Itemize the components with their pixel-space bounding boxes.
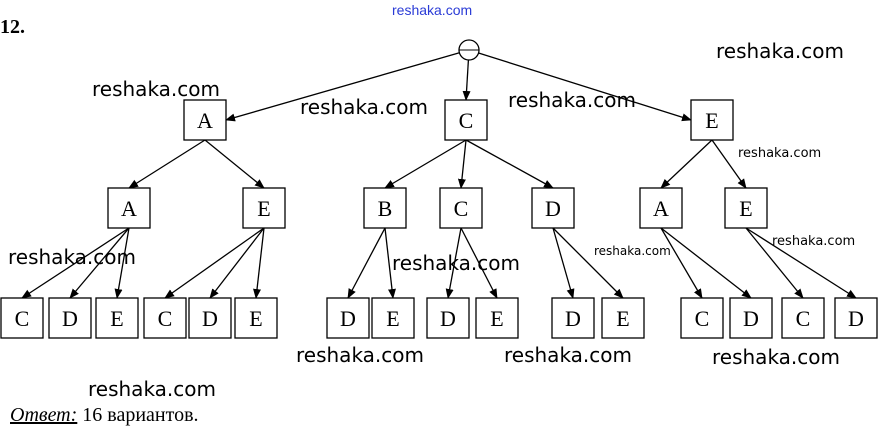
- tree-edge-arrow: [745, 227, 804, 299]
- tree-node-label: A: [121, 196, 137, 221]
- tree-node-box: [326, 297, 370, 339]
- tree-node-box: [371, 297, 415, 339]
- watermark: reshaka.com: [772, 234, 856, 249]
- tree-node-box: [107, 187, 151, 229]
- tree-node-box: [834, 297, 878, 339]
- tree-edge-arrow: [660, 139, 713, 189]
- tree-node-box: [680, 297, 724, 339]
- watermark: reshaka.com: [716, 39, 844, 63]
- tree-node-label: C: [454, 196, 469, 221]
- tree-node-label: B: [378, 196, 393, 221]
- watermark: reshaka.com: [712, 345, 840, 369]
- tree-edge-arrow: [209, 227, 265, 299]
- tree-node-box: [426, 297, 470, 339]
- tree-edge-arrow: [711, 139, 747, 189]
- tree-node-box: [444, 99, 488, 141]
- watermark: reshaka.com: [296, 343, 424, 367]
- tree-edge-arrow: [660, 227, 703, 299]
- tree-node-box: [729, 297, 773, 339]
- tree-node-box: [95, 297, 139, 339]
- tree-edge-arrow: [347, 227, 386, 299]
- tree-node-label: E: [616, 306, 629, 331]
- tree-node-label: E: [490, 306, 503, 331]
- answer-label: Ответ:: [10, 404, 78, 426]
- tree-node-box: [242, 187, 286, 229]
- tree-node-label: C: [158, 306, 173, 331]
- watermark: reshaka.com: [594, 244, 671, 258]
- tree-node-label: C: [695, 306, 710, 331]
- tree-node-label: D: [545, 196, 561, 221]
- tree-node-label: C: [15, 306, 30, 331]
- tree-node-label: D: [848, 306, 864, 331]
- tree-node-label: E: [739, 196, 752, 221]
- tree-node-label: D: [440, 306, 456, 331]
- tree-node-label: C: [796, 306, 811, 331]
- tree-node-box: [48, 297, 92, 339]
- tree-node-box: [439, 187, 483, 229]
- tree-node-label: D: [202, 306, 218, 331]
- tree-node-box: [183, 99, 227, 141]
- tree-edge-arrow: [128, 139, 206, 189]
- tree-edge-arrow: [468, 49, 692, 122]
- tree-node-label: D: [743, 306, 759, 331]
- tree-node-label: E: [386, 306, 399, 331]
- tree-edge-arrow: [21, 227, 130, 299]
- tree-node-label: E: [705, 108, 718, 133]
- tree-node-label: D: [62, 306, 78, 331]
- tree-node-label: D: [565, 306, 581, 331]
- tree-node-box: [188, 297, 232, 339]
- watermark: reshaka.com: [92, 77, 220, 101]
- tree-node-box: [781, 297, 825, 339]
- tree-node-box: [475, 297, 519, 339]
- tree-node-label: A: [653, 196, 669, 221]
- watermark: reshaka.com: [88, 377, 216, 401]
- tree-node-label: E: [110, 306, 123, 331]
- site-link[interactable]: reshaka.com: [392, 2, 473, 18]
- tree-edge-arrow: [745, 227, 857, 299]
- tree-edge-arrow: [552, 227, 624, 299]
- tree-edge-arrow: [384, 139, 467, 189]
- tree-edge-arrow: [69, 227, 130, 299]
- tree-edge-arrow: [465, 139, 554, 189]
- tree-edge-arrow: [445, 227, 462, 299]
- tree-node-label: D: [340, 306, 356, 331]
- tree-edge-arrow: [660, 227, 752, 299]
- tree-node-box: [143, 297, 187, 339]
- tree-edge-arrow: [460, 227, 498, 299]
- answer: Ответ: 16 вариантов.: [10, 404, 199, 426]
- tree-node-label: C: [459, 108, 474, 133]
- watermark: reshaka.com: [738, 146, 822, 161]
- tree-edge-arrow: [225, 49, 470, 122]
- watermark: reshaka.com: [300, 95, 428, 119]
- tree-node-box: [690, 99, 734, 141]
- watermark: reshaka.com: [8, 245, 136, 269]
- tree-node-box: [0, 297, 44, 339]
- watermark: reshaka.com: [508, 88, 636, 112]
- tree-edge-arrow: [114, 227, 130, 299]
- tree-node-box: [551, 297, 595, 339]
- tree-edge-arrow: [457, 139, 467, 189]
- tree-node-label: E: [257, 196, 270, 221]
- tree-edge-arrow: [164, 227, 265, 299]
- answer-text: 16 вариантов.: [77, 404, 199, 426]
- problem-number: 12.: [0, 16, 25, 38]
- tree-node-box: [724, 187, 768, 229]
- tree-node-box: [363, 187, 407, 229]
- tree-edge-arrow: [552, 227, 575, 299]
- tree-edge-arrow: [204, 139, 265, 189]
- watermark: reshaka.com: [504, 343, 632, 367]
- tree-node-box: [601, 297, 645, 339]
- tree-node-label: A: [197, 108, 213, 133]
- tree-node-box: [639, 187, 683, 229]
- tree-edge-arrow: [384, 227, 396, 299]
- tree-node-box: [531, 187, 575, 229]
- tree-node-box: [234, 297, 278, 339]
- watermark: reshaka.com: [392, 251, 520, 275]
- tree-edge-arrow: [253, 227, 265, 299]
- tree-node-label: E: [249, 306, 262, 331]
